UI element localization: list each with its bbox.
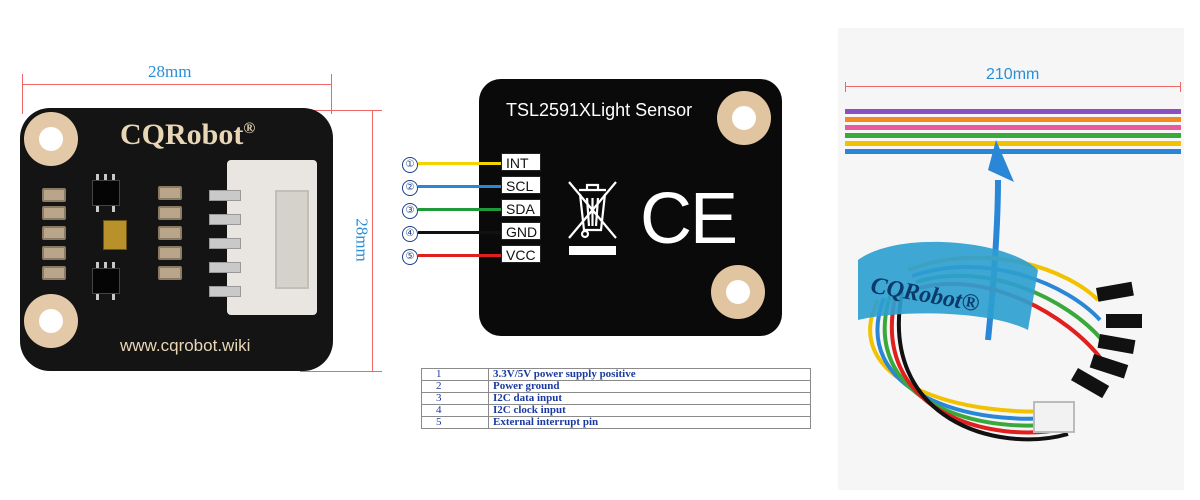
sensor-title: TSL2591XLight Sensor bbox=[506, 100, 693, 120]
smd-resistor bbox=[158, 266, 182, 280]
smd-resistor bbox=[158, 206, 182, 220]
pin-label-sda: SDA bbox=[501, 199, 541, 217]
dimension-extension bbox=[300, 110, 382, 111]
smd-resistor bbox=[158, 246, 182, 260]
pin-description-cell: I2C clock input bbox=[488, 404, 811, 417]
wire-int bbox=[418, 162, 501, 165]
table-row: 4 I2C clock input bbox=[421, 404, 811, 417]
cable-wire-purple bbox=[845, 109, 1181, 114]
table-row: 2 Power ground bbox=[421, 380, 811, 393]
height-dimension-label: 28mm bbox=[352, 218, 372, 262]
dimension-extension bbox=[300, 371, 382, 372]
smd-resistor bbox=[42, 266, 66, 280]
mounting-hole bbox=[717, 91, 771, 145]
smd-resistor bbox=[42, 226, 66, 240]
smd-resistor bbox=[42, 206, 66, 220]
regulator-chip bbox=[92, 174, 120, 212]
level-shifter-chip bbox=[92, 262, 120, 300]
wire-sda bbox=[418, 208, 501, 211]
pin-label-scl: SCL bbox=[501, 176, 541, 194]
board-website: www.cqrobot.wiki bbox=[120, 336, 251, 355]
ce-mark: CE bbox=[640, 179, 738, 259]
height-dimension-line bbox=[367, 110, 379, 372]
pin-number-4: ④ bbox=[402, 226, 418, 242]
pin-description-cell: Power ground bbox=[488, 380, 811, 393]
pin-description-table: 1 3.3V/5V power supply positive 2 Power … bbox=[421, 368, 811, 429]
width-dimension-label: 28mm bbox=[148, 62, 192, 81]
board-brand: CQRobot® bbox=[120, 118, 256, 151]
smd-resistor bbox=[42, 246, 66, 260]
pin-label-int: INT bbox=[501, 153, 541, 171]
cable-wire-green bbox=[845, 133, 1181, 138]
wire-gnd bbox=[418, 231, 501, 234]
pin-description-cell: External interrupt pin bbox=[488, 416, 811, 429]
pin-number-cell: 2 bbox=[421, 380, 489, 393]
table-row: 3 I2C data input bbox=[421, 392, 811, 405]
mounting-hole bbox=[711, 265, 765, 319]
pin-label-gnd: GND bbox=[501, 222, 541, 240]
cable-length-label: 210mm bbox=[986, 66, 1040, 83]
smd-resistor bbox=[158, 186, 182, 200]
pin-number-cell: 5 bbox=[421, 416, 489, 429]
cable-wire-yellow bbox=[845, 141, 1181, 146]
table-row: 1 3.3V/5V power supply positive bbox=[421, 368, 811, 381]
pin-number-cell: 1 bbox=[421, 368, 489, 381]
arrow-icon bbox=[988, 140, 1014, 182]
pin-description-cell: 3.3V/5V power supply positive bbox=[488, 368, 811, 381]
pin-number-1: ① bbox=[402, 157, 418, 173]
cable-wire-blue bbox=[845, 149, 1181, 154]
wire-scl bbox=[418, 185, 501, 188]
pin-number-2: ② bbox=[402, 180, 418, 196]
pin-description-cell: I2C data input bbox=[488, 392, 811, 405]
cqrobot-board-front: CQRobot® www.cqrobot.wiki bbox=[20, 108, 333, 371]
dimension-extension bbox=[22, 74, 23, 114]
pin-number-cell: 3 bbox=[421, 392, 489, 405]
wire-vcc bbox=[418, 254, 501, 257]
tsl2591-sensor-chip bbox=[103, 220, 127, 250]
pin-number-cell: 4 bbox=[421, 404, 489, 417]
dimension-extension bbox=[331, 74, 332, 114]
cable-length-dimension-line bbox=[845, 82, 1181, 92]
pin-number-5: ⑤ bbox=[402, 249, 418, 265]
table-row: 5 External interrupt pin bbox=[421, 416, 811, 429]
cable-wire-pink bbox=[845, 125, 1181, 130]
width-dimension-line bbox=[22, 79, 332, 91]
smd-resistor bbox=[42, 188, 66, 202]
mounting-hole bbox=[24, 112, 78, 166]
cable-wire-orange bbox=[845, 117, 1181, 122]
mounting-hole bbox=[24, 294, 78, 348]
weee-recycle-icon bbox=[568, 181, 617, 255]
pin-label-vcc: VCC bbox=[501, 245, 541, 263]
ph2-connector bbox=[209, 160, 317, 315]
pin-number-3: ③ bbox=[402, 203, 418, 219]
smd-resistor bbox=[158, 226, 182, 240]
cable-bundle-illustration bbox=[858, 140, 1142, 442]
